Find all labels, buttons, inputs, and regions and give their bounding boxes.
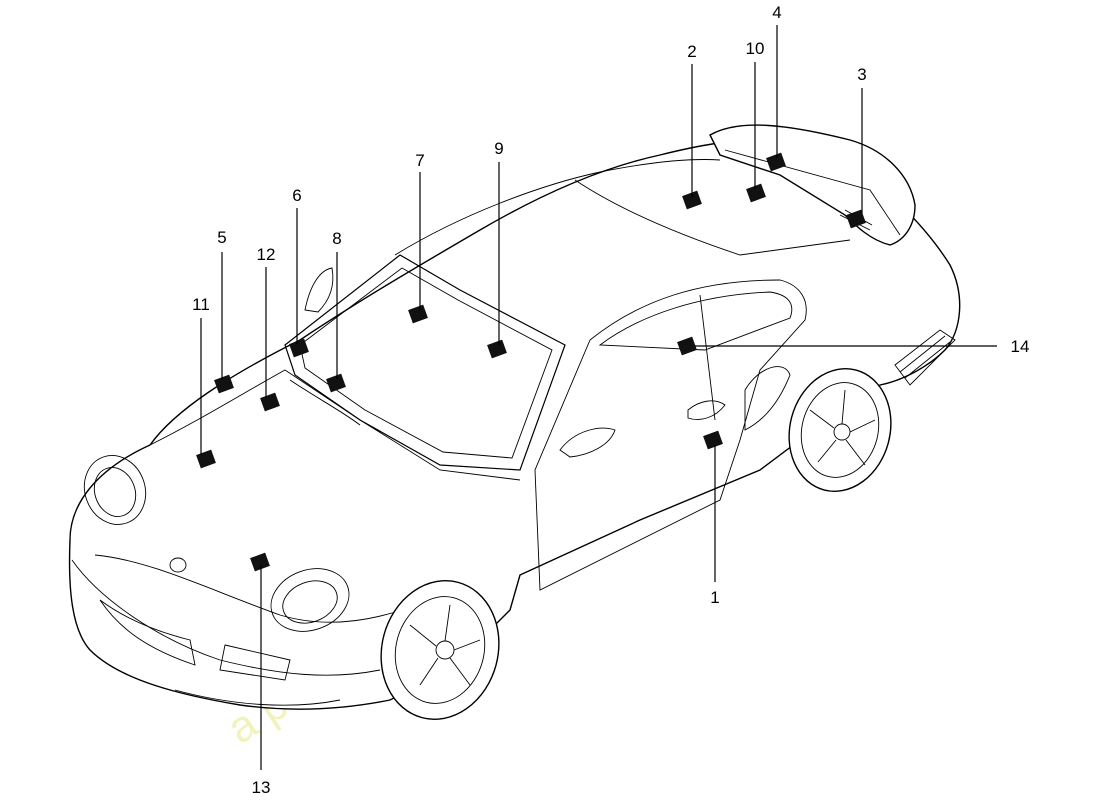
callout-5: 5 (217, 228, 226, 247)
label-marker-6 (289, 338, 309, 358)
car-illustration (68, 124, 961, 720)
label-marker-10 (746, 183, 766, 203)
door-outline (534, 279, 807, 591)
leader-lines (200, 25, 997, 770)
hood-line (149, 369, 521, 481)
callout-11: 11 (192, 295, 210, 314)
label-marker-2 (682, 190, 702, 210)
label-marker-4 (766, 152, 786, 172)
callout-7: 7 (415, 151, 424, 170)
callout-4: 4 (772, 3, 781, 22)
callout-14: 14 (1011, 337, 1030, 356)
rear-spoiler (709, 124, 916, 246)
label-markers (196, 152, 866, 572)
callout-10: 10 (746, 39, 765, 58)
label-marker-12 (260, 392, 280, 412)
callout-2: 2 (687, 42, 696, 61)
label-marker-1 (703, 430, 723, 450)
front-bumper (71, 559, 381, 676)
label-marker-14 (677, 336, 697, 356)
label-marker-8 (326, 373, 346, 393)
label-marker-9 (487, 339, 507, 359)
callout-6: 6 (292, 186, 301, 205)
callout-9: 9 (494, 139, 503, 158)
label-marker-7 (408, 304, 428, 324)
roof-line (394, 159, 721, 256)
label-marker-5 (214, 374, 234, 394)
left-headlight (83, 455, 147, 525)
front-wheel (380, 580, 500, 720)
rear-wheel (788, 368, 892, 492)
callout-1: 1 (710, 588, 719, 607)
callout-13: 13 (252, 778, 271, 797)
callout-3: 3 (857, 65, 866, 84)
right-headlight (270, 568, 350, 632)
callout-12: 12 (257, 245, 276, 264)
label-marker-13 (250, 552, 270, 572)
callout-numbers: 1 2 3 4 5 6 7 8 9 10 11 12 13 14 (192, 3, 1029, 797)
callout-8: 8 (332, 229, 341, 248)
label-marker-3 (846, 209, 866, 229)
